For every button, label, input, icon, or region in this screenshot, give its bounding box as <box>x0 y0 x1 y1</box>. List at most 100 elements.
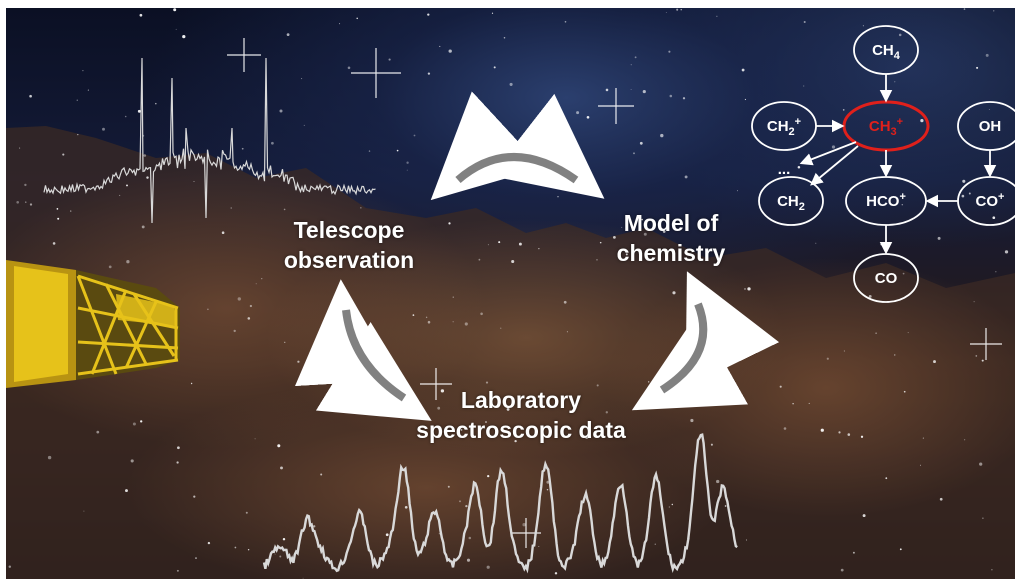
star <box>440 389 445 393</box>
star <box>815 242 817 244</box>
label-ch4: CH4 <box>872 42 901 62</box>
star <box>87 89 89 91</box>
star <box>480 312 483 316</box>
star <box>862 25 864 27</box>
star <box>82 69 84 72</box>
star <box>124 115 127 118</box>
star <box>546 488 549 491</box>
star <box>438 533 441 535</box>
star <box>487 244 489 246</box>
label-ch2p: CH2+ <box>767 116 801 138</box>
star <box>962 179 966 183</box>
star <box>282 537 286 541</box>
star <box>901 203 904 206</box>
star <box>840 568 844 572</box>
star <box>396 149 399 152</box>
star <box>241 147 244 150</box>
star <box>566 331 568 333</box>
star <box>108 265 112 269</box>
star <box>247 317 251 320</box>
star <box>680 9 682 11</box>
star <box>831 145 836 149</box>
star <box>221 231 225 234</box>
star <box>973 301 975 303</box>
star <box>641 218 643 221</box>
star <box>847 433 851 436</box>
star <box>885 477 888 480</box>
star <box>176 569 179 572</box>
star <box>70 210 72 212</box>
laboratory-spectrum <box>262 433 738 574</box>
star <box>852 551 855 554</box>
star <box>286 33 290 36</box>
star <box>460 429 463 431</box>
star <box>466 558 471 562</box>
star <box>903 390 906 393</box>
model-line1: Model of <box>623 210 719 236</box>
star <box>684 175 688 179</box>
star <box>1004 250 1009 254</box>
star <box>745 539 747 541</box>
star <box>301 78 303 80</box>
star <box>254 438 256 440</box>
label-co: CO <box>875 270 898 287</box>
star <box>277 444 281 448</box>
star <box>621 226 623 228</box>
star <box>140 420 143 423</box>
star <box>255 283 257 285</box>
star <box>744 98 746 101</box>
lab-line1: Laboratory <box>460 387 582 413</box>
star <box>29 94 32 98</box>
star <box>139 13 143 17</box>
star <box>808 402 810 404</box>
star <box>234 546 237 549</box>
star <box>193 181 195 183</box>
star <box>126 184 128 187</box>
star <box>961 194 965 198</box>
star <box>406 169 408 171</box>
star <box>605 411 608 414</box>
star <box>230 207 232 209</box>
star <box>464 322 468 326</box>
star <box>564 20 567 23</box>
star <box>639 141 643 145</box>
star <box>76 99 78 101</box>
star <box>96 430 100 434</box>
star <box>132 422 136 426</box>
star <box>898 33 902 37</box>
star <box>485 381 489 384</box>
star <box>981 359 984 362</box>
star <box>274 553 276 555</box>
telescope-illustration <box>6 260 180 388</box>
star <box>427 72 431 75</box>
star <box>486 565 490 569</box>
star <box>992 216 996 220</box>
star <box>792 403 794 405</box>
star <box>920 118 924 123</box>
star <box>83 510 85 512</box>
star <box>143 154 147 157</box>
network-labels: CH4 CH2+ CH3+ OH ... CH2 HCO+ CO+ CO <box>767 42 1005 287</box>
star <box>368 150 371 152</box>
star <box>838 431 841 434</box>
star <box>452 321 454 323</box>
star <box>894 354 896 356</box>
star <box>991 568 993 571</box>
star <box>77 134 79 136</box>
star <box>922 437 924 439</box>
star <box>630 88 632 90</box>
star <box>25 201 27 203</box>
star <box>385 533 389 537</box>
star <box>130 459 134 463</box>
star <box>233 329 236 333</box>
star <box>665 11 667 13</box>
star <box>459 500 461 503</box>
star <box>963 8 966 10</box>
label-hcop: HCO+ <box>866 191 906 210</box>
star <box>907 332 909 334</box>
star <box>993 10 995 12</box>
star <box>56 208 59 210</box>
star <box>662 230 666 233</box>
edge-ch3p-ch2 <box>810 145 859 186</box>
